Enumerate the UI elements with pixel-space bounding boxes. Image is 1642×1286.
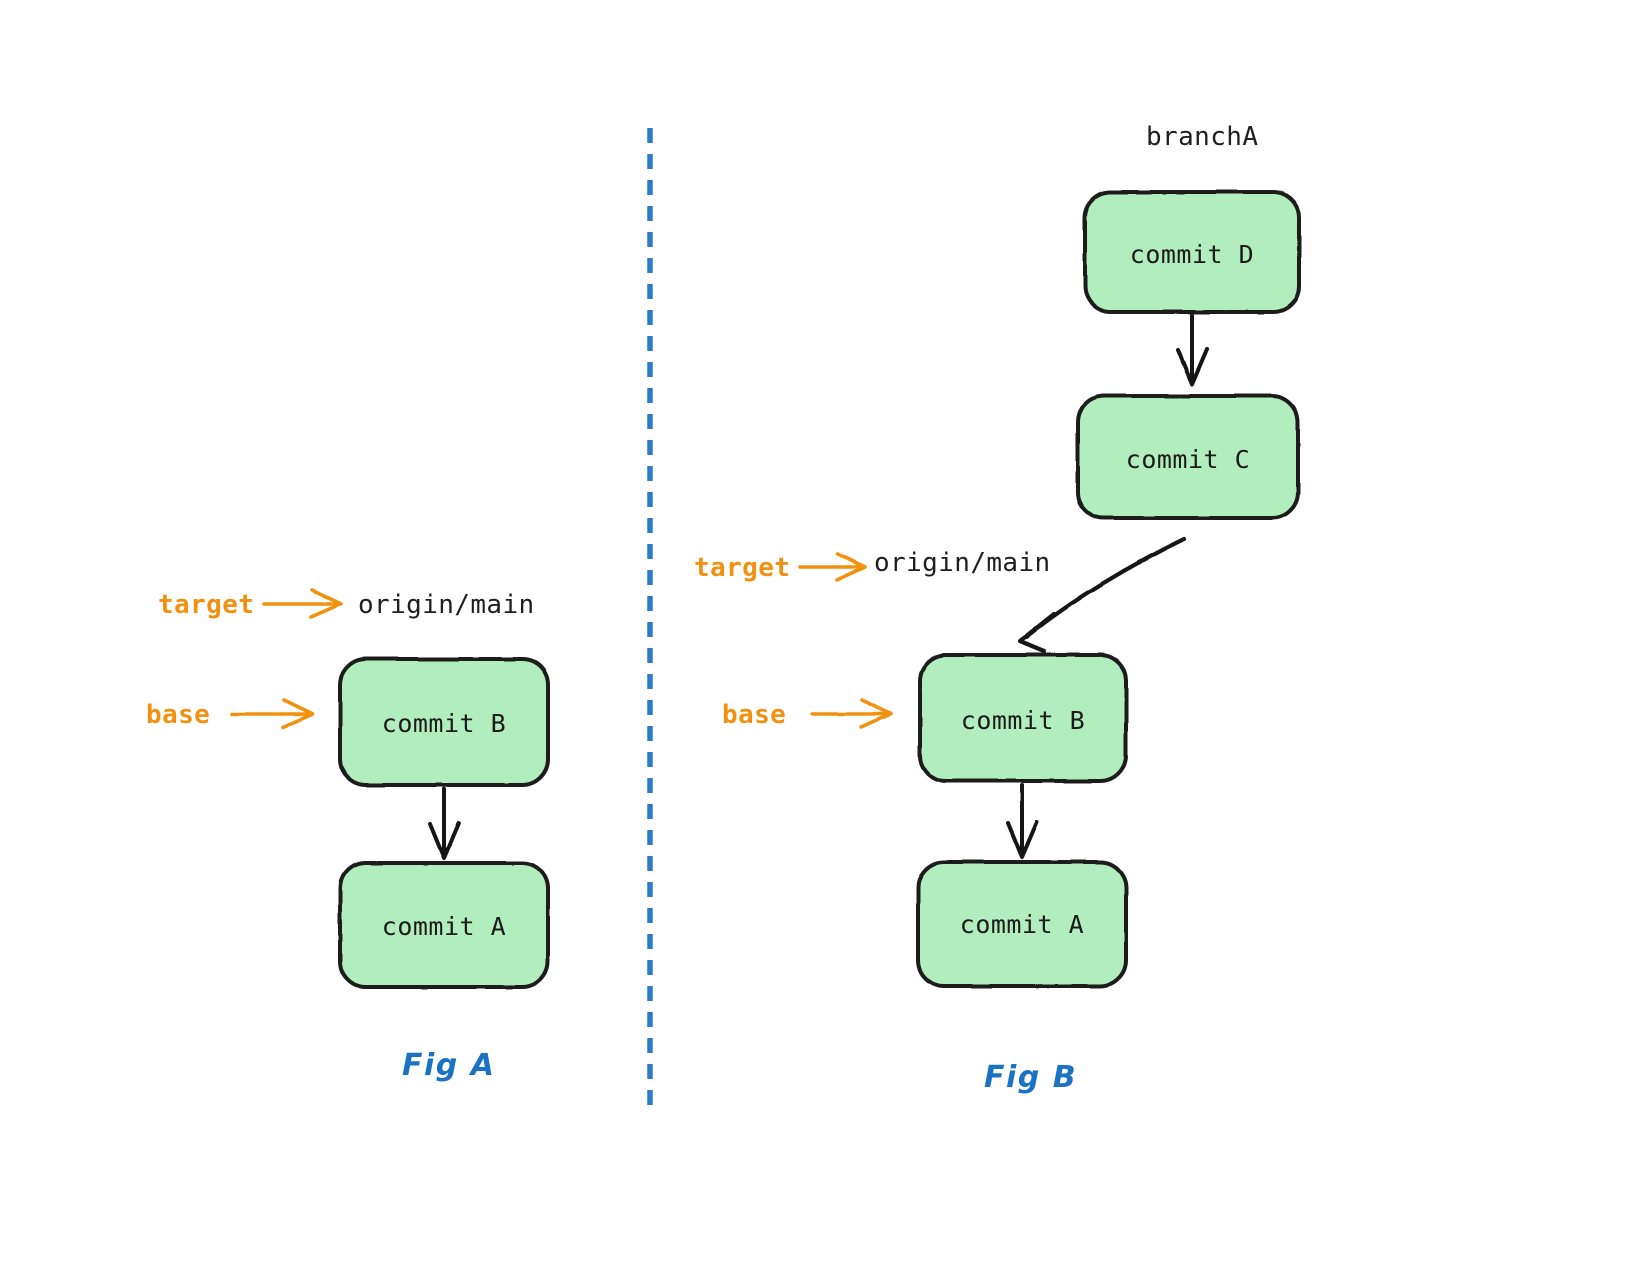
- fig-b-target-annotation: target: [694, 553, 791, 583]
- fig-b-commit-b-label: commit B: [960, 706, 1086, 735]
- fig-b-edge-b-to-a: [1006, 783, 1039, 859]
- fig-b-commit-c-label: commit C: [1125, 445, 1251, 474]
- fig-b-commit-b-box: [918, 653, 1128, 783]
- fig-a-target-annotation: target: [158, 590, 255, 620]
- fig-a-base-arrow-icon: [230, 698, 315, 729]
- fig-b-commit-d-label: commit D: [1129, 240, 1255, 269]
- fig-a-target-arrow-icon: [262, 588, 343, 619]
- fig-a-base-annotation: base: [146, 700, 211, 730]
- fig-b-commit-c-box: [1076, 394, 1300, 520]
- fig-a-commit-a-label: commit A: [381, 912, 507, 941]
- fig-b-branch-label-brancha: branchA: [1146, 122, 1259, 152]
- fig-a-commit-b-box: [338, 657, 550, 787]
- fig-b-branch-label-origin-main: origin/main: [874, 548, 1051, 578]
- fig-a-branch-label-origin-main: origin/main: [358, 590, 535, 620]
- fig-a-edge-b-to-a: [428, 787, 461, 860]
- fig-b-base-annotation: base: [722, 700, 787, 730]
- fig-b-base-arrow-icon: [810, 698, 893, 729]
- fig-a-caption: Fig A: [402, 1048, 496, 1083]
- fig-b-target-arrow-icon: [798, 552, 867, 582]
- fig-a-commit-b-label: commit B: [381, 709, 507, 738]
- fig-b-caption: Fig B: [984, 1060, 1078, 1095]
- fig-b-commit-a-label: commit A: [959, 910, 1085, 939]
- fig-b-commit-d-box: [1083, 190, 1301, 314]
- fig-a-commit-a-box: [338, 861, 550, 989]
- fig-b-commit-a-box: [916, 860, 1128, 988]
- fig-b-edge-d-to-c: [1176, 314, 1209, 386]
